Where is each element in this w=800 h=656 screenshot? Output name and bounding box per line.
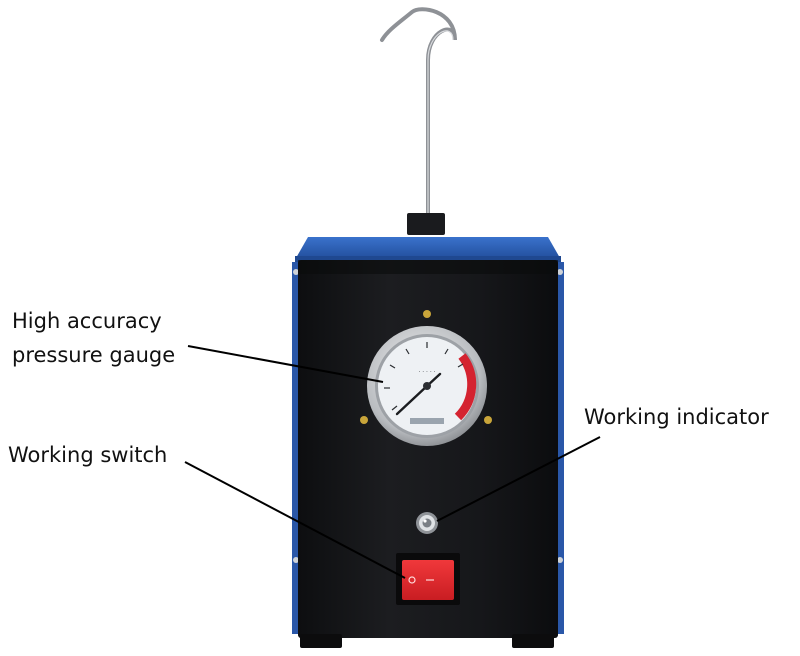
foot-right [512, 634, 554, 648]
gauge-callout-line2: pressure gauge [12, 343, 176, 367]
indicator-leader-line [436, 436, 601, 522]
pressure-gauge-icon: · · · · · [360, 310, 492, 446]
hook-icon [380, 7, 457, 235]
switch-leader-line [184, 461, 406, 579]
gauge-callout-line1: High accuracy [12, 309, 162, 333]
case-body [298, 260, 558, 638]
case-side-left [292, 262, 300, 634]
case-side-right [555, 262, 564, 634]
switch-callout-label: Working switch [8, 443, 168, 467]
indicator-light-icon [416, 512, 438, 534]
svg-text:· · · · ·: · · · · · [418, 369, 435, 376]
indicator-callout-label: Working indicator [584, 405, 769, 429]
rocker-switch-icon[interactable] [396, 553, 460, 605]
foot-left [300, 634, 342, 648]
gauge-leader-line [187, 345, 384, 383]
gauge-callout-label: High accuracy pressure gauge [12, 304, 175, 372]
case-top-plate [295, 237, 561, 262]
